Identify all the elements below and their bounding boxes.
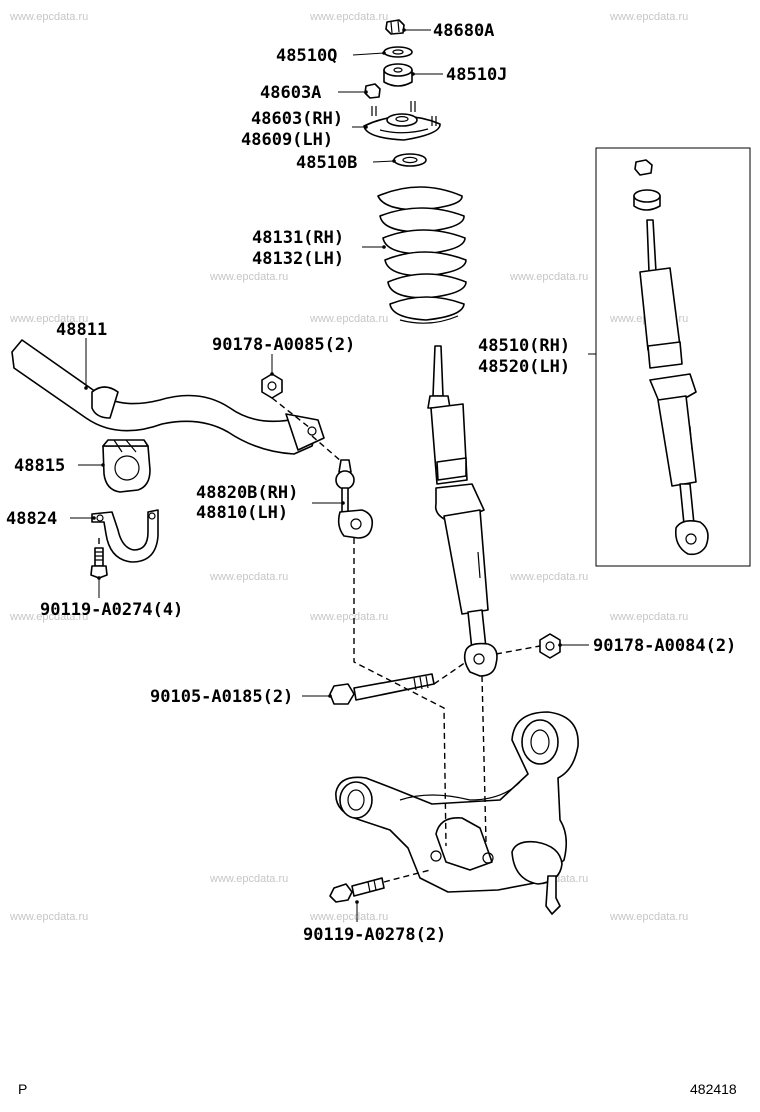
watermark: www.epcdata.ru	[209, 873, 288, 885]
spring-seat-48510b[interactable]	[393, 153, 427, 167]
label-90178-a0084[interactable]: 90178-A0084(2)	[593, 636, 736, 656]
watermark: www.epcdata.ru	[209, 571, 288, 583]
leader-lines	[70, 28, 596, 922]
watermark: www.epcdata.ru	[209, 271, 288, 283]
detail-inset	[595, 147, 751, 567]
label-48603a[interactable]: 48603A	[260, 83, 321, 103]
label-48815[interactable]: 48815	[14, 456, 65, 476]
label-48680a[interactable]: 48680A	[433, 21, 494, 41]
nut-48680a[interactable]	[385, 19, 405, 35]
watermark: www.epcdata.ru	[309, 313, 388, 325]
watermark: www.epcdata.ru	[609, 911, 688, 923]
watermark: www.epcdata.ru	[9, 911, 88, 923]
bolt-90119-a0274[interactable]	[90, 547, 108, 579]
label-48510-rh[interactable]: 48510(RH)	[478, 336, 570, 356]
stabilizer-bar-48811[interactable]	[11, 339, 325, 455]
watermark: www.epcdata.ru	[609, 11, 688, 23]
assembly-lines	[98, 397, 541, 883]
label-48510q[interactable]: 48510Q	[276, 46, 337, 66]
label-48520-lh[interactable]: 48520(LH)	[478, 357, 570, 377]
strut-mount-48603[interactable]	[363, 101, 441, 141]
watermark: www.epcdata.ru	[309, 11, 388, 23]
label-48510j[interactable]: 48510J	[446, 65, 507, 85]
lower-control-arm[interactable]	[335, 711, 579, 915]
label-48603-rh[interactable]: 48603(RH)	[251, 109, 343, 129]
washer-48510q[interactable]	[383, 46, 413, 58]
bolt-90105-a0185[interactable]	[329, 673, 435, 705]
footer-mark: P	[18, 1081, 27, 1097]
watermark: www.epcdata.ru	[9, 313, 88, 325]
label-90119-a0278[interactable]: 90119-A0278(2)	[303, 925, 446, 945]
label-48132-lh[interactable]: 48132(LH)	[252, 249, 344, 269]
watermark: www.epcdata.ru	[509, 571, 588, 583]
bolt-90119-a0278[interactable]	[329, 877, 385, 903]
label-90178-a0085[interactable]: 90178-A0085(2)	[212, 335, 355, 355]
bushing-48815[interactable]	[102, 439, 151, 493]
coil-spring-48131[interactable]	[377, 186, 467, 324]
stabilizer-link-48820b[interactable]	[335, 459, 374, 539]
bracket-48824[interactable]	[91, 509, 159, 563]
label-48820b-rh[interactable]: 48820B(RH)	[196, 483, 298, 503]
watermark: www.epcdata.ru	[9, 11, 88, 23]
shock-absorber-48510[interactable]	[427, 345, 498, 677]
watermark: www.epcdata.ru	[309, 911, 388, 923]
label-90105-a0185[interactable]: 90105-A0185(2)	[150, 687, 293, 707]
label-48609-lh[interactable]: 48609(LH)	[241, 130, 333, 150]
label-48824[interactable]: 48824	[6, 509, 57, 529]
nut-90178-a0085[interactable]	[261, 373, 283, 399]
callout-labels: 48680A 48510Q 48510J 48603A 48603(RH) 48…	[6, 21, 736, 945]
watermark: www.epcdata.ru	[9, 611, 88, 623]
watermark: www.epcdata.ru	[309, 611, 388, 623]
label-48811[interactable]: 48811	[56, 320, 107, 340]
nut-90178-a0084[interactable]	[539, 633, 561, 659]
label-48810-lh[interactable]: 48810(LH)	[196, 503, 288, 523]
watermark: www.epcdata.ru	[509, 271, 588, 283]
label-90119-a0274[interactable]: 90119-A0274(4)	[40, 600, 183, 620]
label-48510b[interactable]: 48510B	[296, 153, 357, 173]
watermark: www.epcdata.ru	[609, 611, 688, 623]
bushing-48510j[interactable]	[383, 63, 413, 87]
label-48131-rh[interactable]: 48131(RH)	[252, 228, 344, 248]
diagram-number: 482418	[690, 1081, 737, 1097]
